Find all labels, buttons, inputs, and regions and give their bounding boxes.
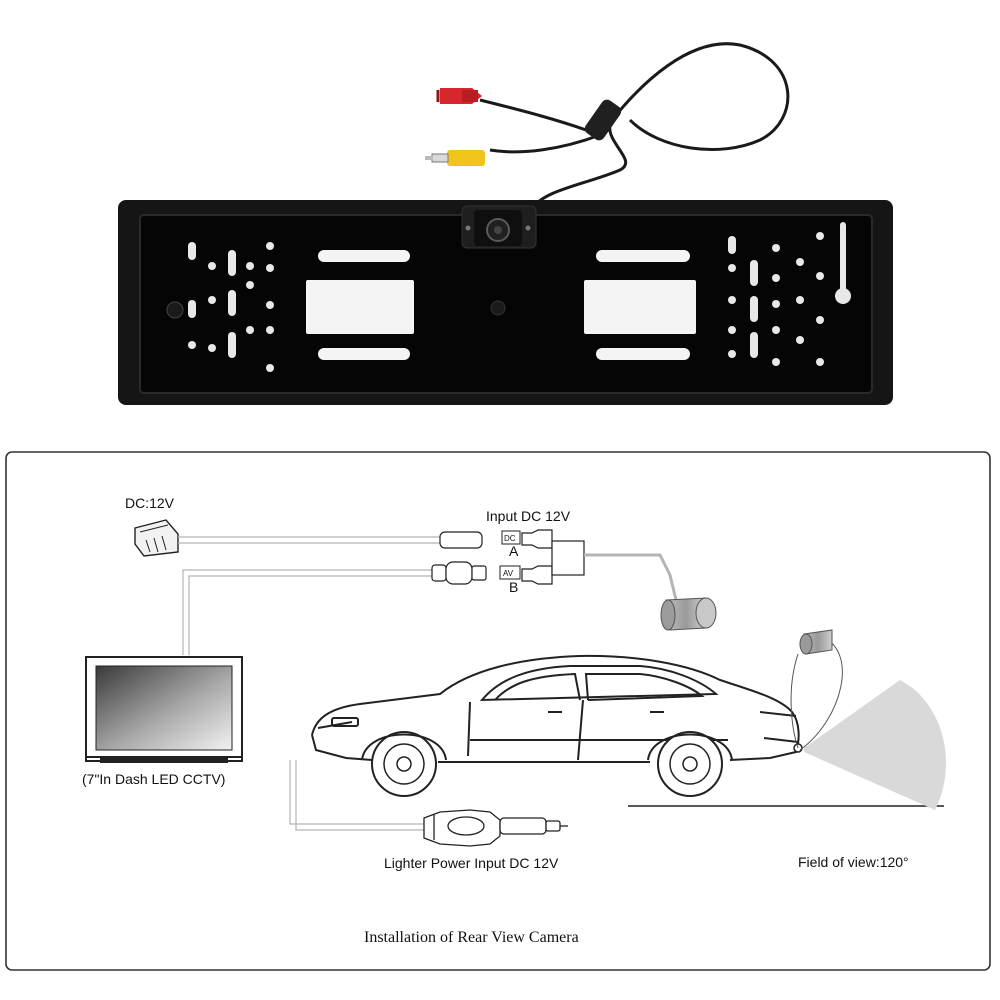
av-video-wire [182,569,432,655]
connector-split-cable [479,98,601,154]
camera-zoom-callout [790,629,843,751]
av-plug [431,561,487,585]
camera-cable [528,42,790,213]
dc-12v-label: DC:12V [125,495,175,511]
rear-camera-icon [660,597,717,631]
camera-module [461,205,537,249]
diagram-caption: Installation of Rear View Camera [364,929,579,946]
dc-tag-box [501,530,521,545]
av-tag-label: AV [503,569,514,578]
dc-plug [439,531,483,549]
dc-power-connector [134,519,179,557]
lighter-power-label: Lighter Power Input DC 12V [384,855,559,871]
yellow-rca-connector [425,150,485,166]
dc-tag-label: DC [504,534,516,543]
field-of-view-area [804,680,947,810]
car-illustration [311,654,800,797]
right-mounting-holes [728,222,851,366]
center-screw-hole [490,300,506,316]
right-plate-window [584,250,696,360]
red-rca-connector [436,88,482,104]
left-mounting-holes [166,242,274,372]
dc-power-wire [178,536,440,544]
cigarette-lighter-plug [423,809,568,847]
lighter-power-wire [289,760,424,831]
left-plate-window [306,250,414,360]
field-of-view-label: Field of view:120° [798,854,909,870]
dash-monitor [85,656,243,763]
monitor-label: (7"In Dash LED CCTV) [82,771,225,787]
input-dc-12v-label: Input DC 12V [486,508,571,524]
product-photo [118,42,893,405]
letter-a-label: A [509,543,519,559]
camera-lead-wire [584,553,678,601]
av-tag-box [499,565,521,580]
camera-input-sockets [521,529,585,585]
cable-splitter [584,99,622,141]
installation-diagram: DC:12V Input DC 12V DC A AV B [5,451,991,971]
letter-b-label: B [509,579,518,595]
